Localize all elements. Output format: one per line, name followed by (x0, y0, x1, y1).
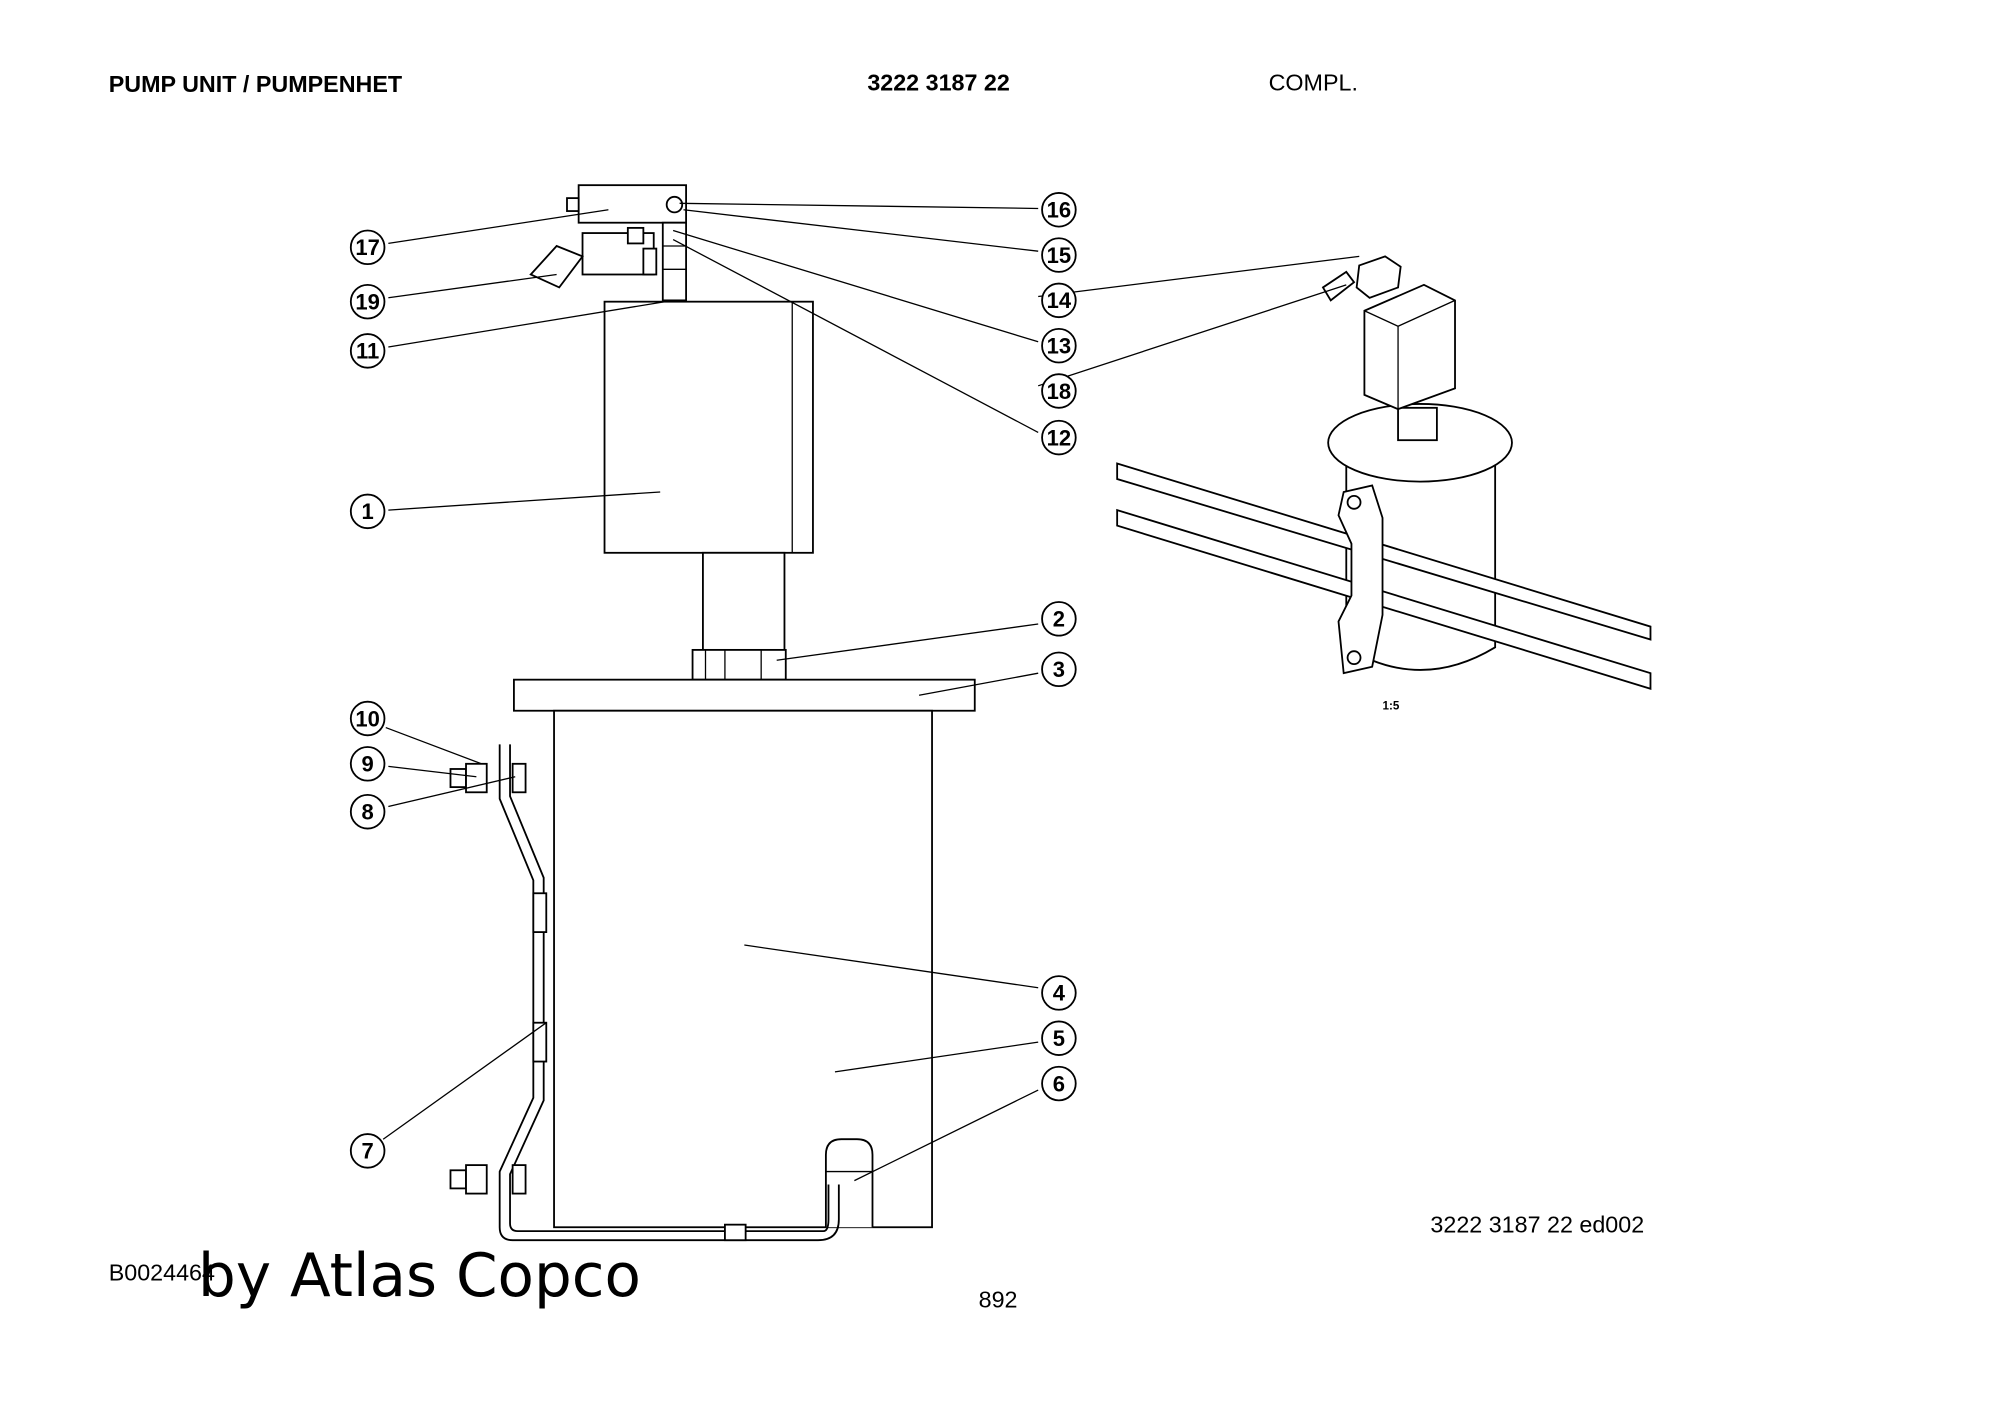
svg-text:7: 7 (362, 1139, 374, 1164)
svg-text:16: 16 (1047, 198, 1071, 223)
callout-15: 15 (1041, 237, 1077, 273)
pump-unit-isometric-view: 1:5 (1116, 255, 1652, 712)
svg-text:5: 5 (1053, 1026, 1065, 1051)
scale-label: 1:5 (1383, 699, 1400, 712)
callout-4: 4 (1041, 975, 1077, 1011)
callout-11: 11 (349, 333, 386, 369)
part-number: 3222 3187 22 (867, 70, 1010, 96)
coupling (691, 648, 787, 681)
callout-12: 12 (1041, 419, 1077, 456)
svg-text:9: 9 (362, 752, 374, 777)
callout-5: 5 (1041, 1020, 1077, 1056)
svg-text:12: 12 (1047, 425, 1071, 450)
edition-label: 3222 3187 22 ed002 (1430, 1211, 1644, 1237)
svg-text:15: 15 (1047, 243, 1071, 268)
svg-text:14: 14 (1047, 288, 1072, 313)
callout-14: 14 (1041, 282, 1077, 319)
page-number: 892 (979, 1287, 1018, 1313)
svg-text:1: 1 (362, 499, 374, 524)
svg-text:4: 4 (1053, 981, 1066, 1006)
svg-text:19: 19 (355, 289, 379, 314)
fittings (661, 221, 687, 302)
callout-13: 13 (1041, 327, 1077, 364)
shaft-housing (702, 551, 786, 651)
cover-plate (513, 678, 976, 712)
callout-7: 7 (349, 1133, 386, 1169)
tank (553, 709, 933, 1229)
svg-text:11: 11 (356, 339, 379, 364)
callout-17: 17 (349, 229, 386, 266)
callout-9: 9 (349, 746, 386, 782)
svg-text:18: 18 (1047, 379, 1071, 404)
callout-10: 10 (349, 700, 386, 737)
svg-text:13: 13 (1047, 333, 1071, 358)
pump-unit-front-view (449, 184, 976, 1242)
callout-18: 18 (1041, 373, 1077, 409)
plug (665, 195, 684, 214)
status-label: COMPL. (1269, 70, 1358, 96)
svg-text:17: 17 (355, 235, 379, 260)
callout-2: 2 (1041, 601, 1077, 637)
drawing-id: B0024464 (109, 1259, 215, 1285)
svg-text:2: 2 (1053, 607, 1065, 632)
motor (603, 300, 814, 554)
drawing-title: PUMP UNIT / PUMPENHET (109, 71, 402, 97)
svg-text:8: 8 (362, 799, 374, 824)
callout-19: 19 (349, 283, 386, 320)
callout-1: 1 (349, 493, 386, 530)
svg-text:3: 3 (1053, 657, 1065, 682)
bracket (498, 744, 840, 1242)
svg-text:6: 6 (1053, 1071, 1065, 1096)
suction-pipe (824, 1138, 874, 1228)
watermark: by Atlas Copco (198, 1242, 641, 1311)
rail-upper (1116, 462, 1652, 641)
svg-text:10: 10 (355, 706, 379, 731)
callout-16: 16 (1041, 192, 1077, 228)
callout-8: 8 (349, 793, 386, 830)
rail-lower (1116, 508, 1652, 690)
leader-lines (382, 202, 1360, 1182)
callout-3: 3 (1041, 651, 1077, 688)
callout-6: 6 (1041, 1065, 1077, 1102)
